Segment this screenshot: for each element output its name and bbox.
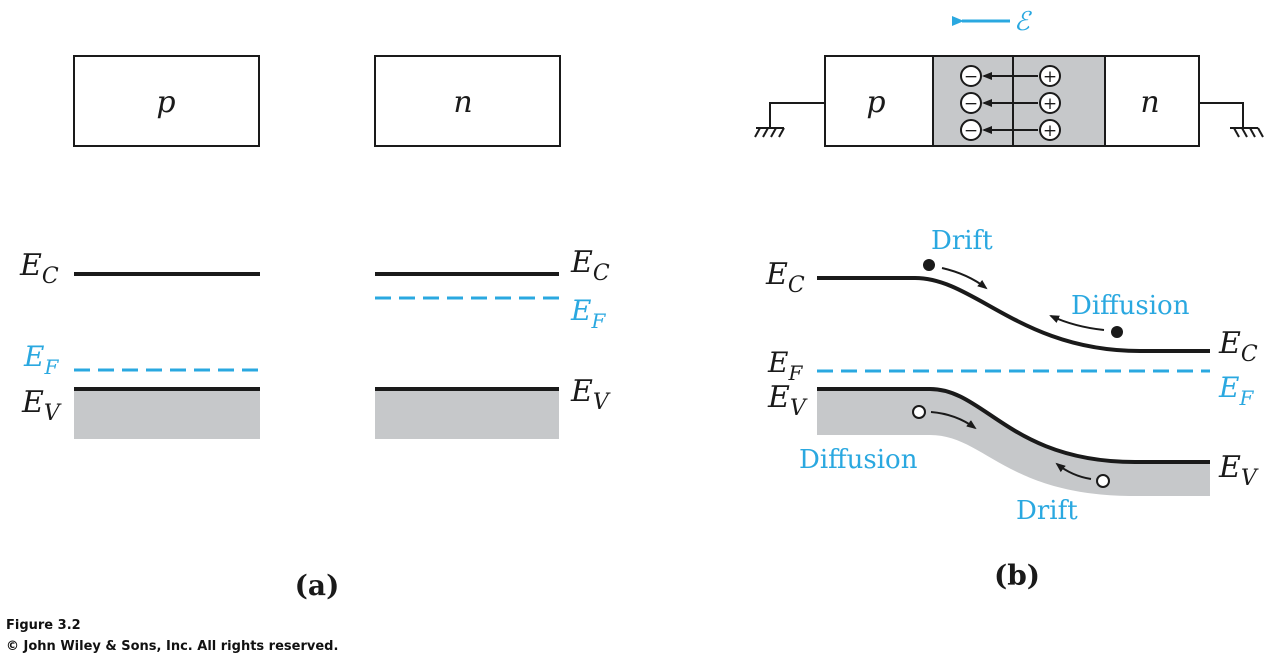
negative-sign: − (964, 94, 978, 114)
left-ev-label: EV (767, 380, 808, 421)
panel-b: ℰ p n − − − + + + (754, 7, 1264, 592)
diffusion-electron-label: Diffusion (1071, 291, 1190, 321)
right-ef-label: EF (1218, 371, 1254, 410)
negative-ion-icon (960, 92, 982, 114)
n-ef-label: EF (570, 294, 606, 333)
drift-electron-label: Drift (931, 226, 993, 256)
positive-ion-icon (1039, 65, 1061, 87)
p-ef-label: EF (23, 340, 59, 379)
positive-sign: + (1043, 94, 1057, 114)
negative-acceptor-ions: − − − (960, 65, 982, 141)
copyright-notice: © John Wiley & Sons, Inc. All rights res… (6, 639, 339, 654)
diffusion-electron-icon (1111, 326, 1123, 338)
n-valence-band-fill (375, 389, 559, 439)
left-ef-label: EF (767, 346, 803, 385)
negative-sign: − (964, 67, 978, 87)
panel-a-caption: (a) (295, 569, 340, 602)
negative-ion-icon (960, 119, 982, 141)
electric-field-label: ℰ (1014, 7, 1032, 37)
positive-sign: + (1043, 121, 1057, 141)
drift-electron-icon (923, 259, 935, 271)
p-valence-band-fill (74, 389, 260, 439)
right-ev-label: EV (1218, 450, 1259, 491)
drift-electron-arrow (941, 267, 988, 290)
positive-donor-ions: + + + (1039, 65, 1061, 141)
depletion-region (932, 55, 1106, 147)
n-region-label: n (453, 85, 472, 120)
valence-band-edge (817, 387, 1210, 464)
positive-ion-icon (1039, 92, 1061, 114)
right-ec-label: EC (1218, 326, 1258, 367)
field-arrows (982, 72, 1038, 134)
negative-sign: − (964, 121, 978, 141)
drift-hole-label: Drift (1016, 496, 1078, 526)
left-ground-icon (754, 102, 825, 138)
n-ec-label: EC (570, 245, 610, 286)
conduction-band-edge (817, 276, 1210, 353)
diffusion-hole-label: Diffusion (799, 445, 918, 475)
n-ev-label: EV (570, 374, 611, 415)
figure-number: Figure 3.2 (6, 618, 81, 633)
p-ec-label: EC (19, 248, 59, 289)
junction-n-label: n (1140, 85, 1159, 120)
diffusion-electron-arrow (1049, 315, 1105, 331)
valence-band-fill (817, 389, 1210, 496)
n-region-box (374, 55, 561, 147)
diffusion-hole-icon (912, 405, 926, 419)
drift-hole-icon (1096, 474, 1110, 488)
right-ground-icon (1199, 102, 1264, 138)
p-region-box (73, 55, 260, 147)
drift-hole-arrow (1055, 462, 1092, 480)
junction-n-region (1104, 55, 1200, 147)
panel-b-caption: (b) (994, 559, 1040, 592)
p-ev-label: EV (21, 385, 62, 426)
negative-ion-icon (960, 65, 982, 87)
positive-ion-icon (1039, 119, 1061, 141)
junction-p-region (824, 55, 934, 147)
junction-p-label: p (866, 85, 885, 120)
left-ec-label: EC (765, 257, 805, 298)
panel-a: p n EC EF EV EC EF EV (a) (19, 55, 611, 602)
positive-sign: + (1043, 67, 1057, 87)
diffusion-hole-arrow (930, 411, 977, 430)
p-region-label: p (156, 85, 175, 120)
